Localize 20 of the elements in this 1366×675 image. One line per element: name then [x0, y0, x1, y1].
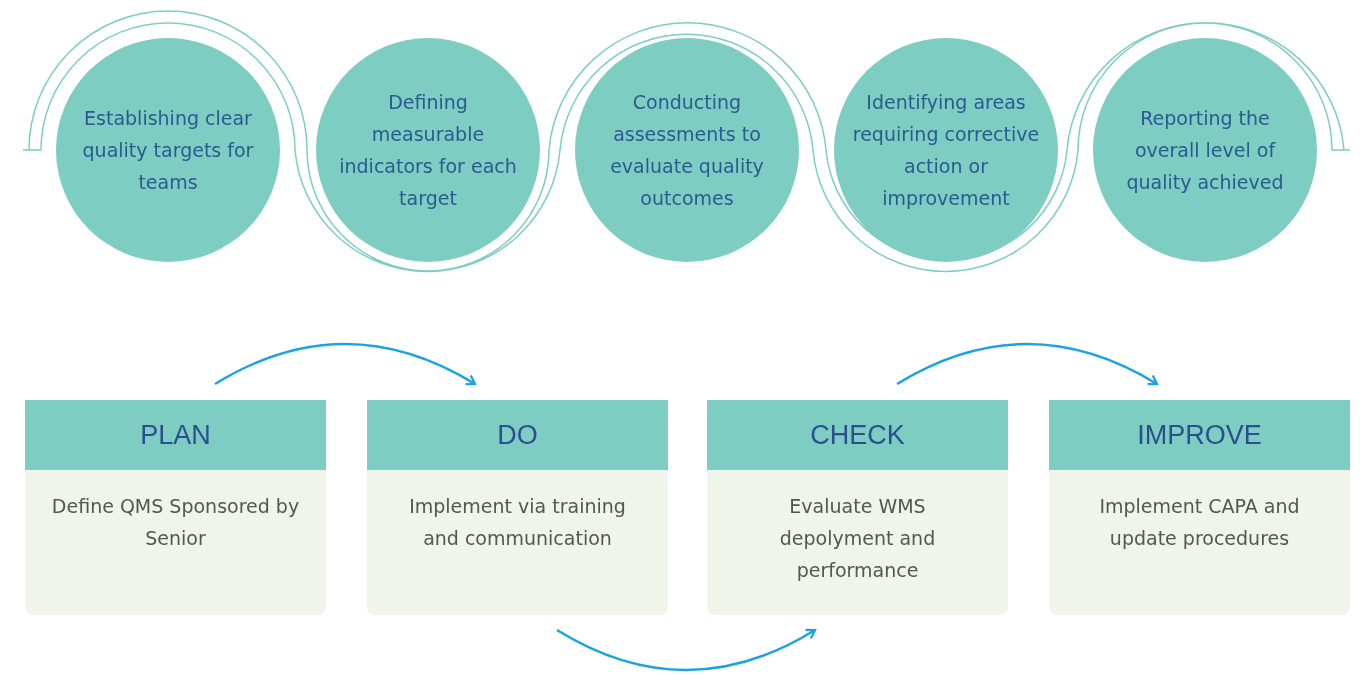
step-text: Defining measurable indicators for each target [338, 90, 518, 211]
curved-arrow [556, 628, 817, 672]
phase-header: DO [367, 400, 668, 470]
phase-description: Implement via training and communication [367, 470, 668, 615]
step-text: Establishing clear quality targets for teams [81, 106, 255, 195]
curved-arrow [896, 342, 1159, 386]
phase-card [707, 400, 1008, 615]
phase-description: Implement CAPA and update procedures [1049, 470, 1350, 615]
phase-description: Define QMS Sponsored by Senior [25, 470, 326, 615]
phase-header: IMPROVE [1049, 400, 1350, 470]
step-text: Conducting assessments to evaluate quality outcomes [609, 90, 765, 211]
step-text: Reporting the overall level of quality achieved [1125, 106, 1285, 195]
phase-header: PLAN [25, 400, 326, 470]
phase-description: Evaluate WMS depolyment and performance [707, 470, 1008, 615]
phase-card [25, 400, 326, 615]
phase-card [1049, 400, 1350, 615]
curved-arrow [214, 342, 477, 386]
step-text: Identifying areas requiring corrective action or improvement [851, 90, 1041, 211]
phase-header: CHECK [707, 400, 1008, 470]
phase-card [367, 400, 668, 615]
